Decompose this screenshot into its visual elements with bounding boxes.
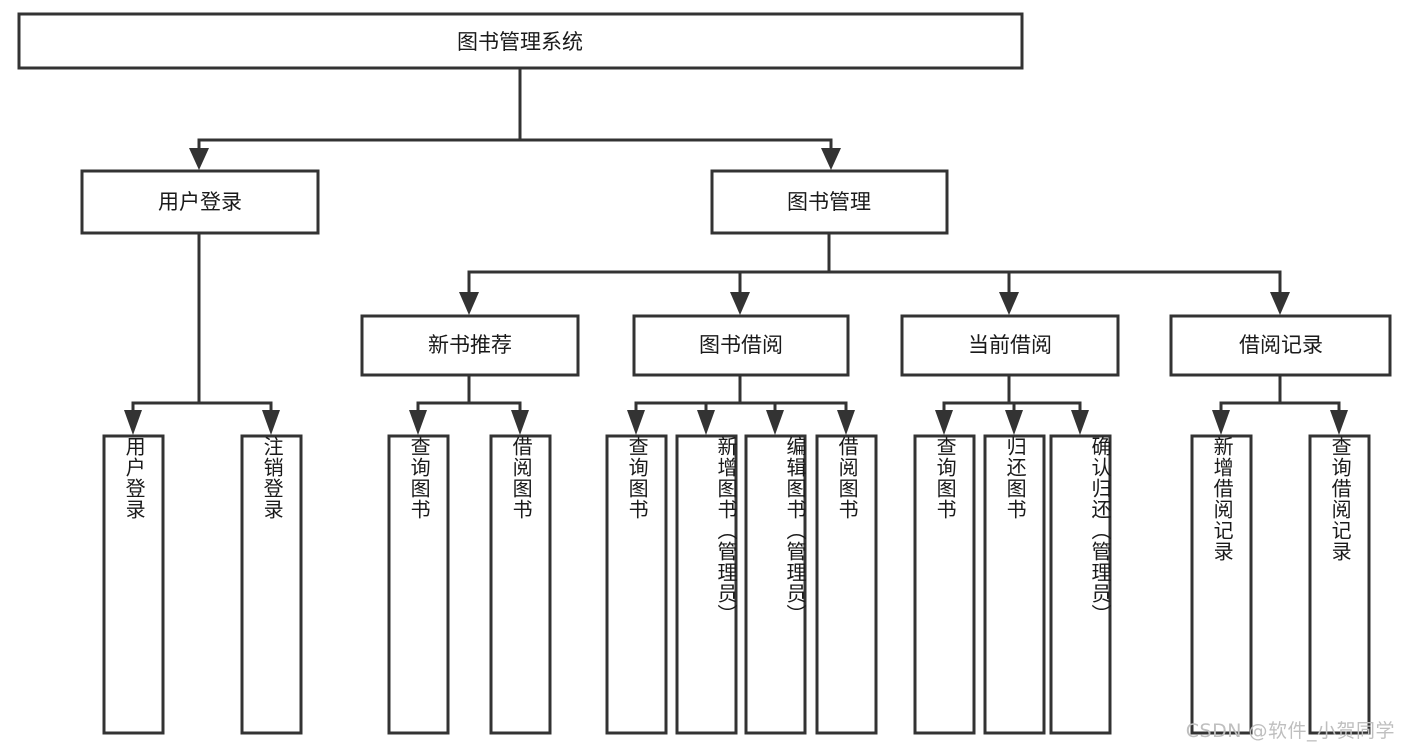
arrow-head-bb-leaf-4: [837, 410, 855, 435]
leaf-box-current-borrow-1[interactable]: [913, 434, 976, 735]
node-new-book-recommend[interactable]: 新书推荐: [360, 314, 580, 377]
arrow-head-book-borrow: [730, 292, 750, 315]
arrow-head-leaf-user-login: [124, 410, 142, 435]
leaf-box-book-borrow-1[interactable]: [605, 434, 668, 735]
leaf-box-borrow-record-2[interactable]: [1308, 434, 1371, 735]
connector-group-borrow-record-to-leaves: [1212, 373, 1348, 435]
arrow-head-bb-leaf-3: [766, 410, 784, 435]
node-root-box[interactable]: [17, 12, 1024, 70]
leaf-box-user-login-1[interactable]: [102, 434, 165, 735]
arrow-head-book-manage: [821, 148, 841, 170]
arrow-head-br-leaf-1: [1212, 410, 1230, 435]
arrow-head-leaf-logout: [262, 410, 280, 435]
arrow-head-bb-leaf-2: [697, 410, 715, 435]
arrow-head-user-login: [189, 148, 209, 170]
node-borrow-record-box[interactable]: [1169, 314, 1392, 377]
connector-group-user-login-to-leaves: [124, 231, 280, 435]
connector-group-book-borrow-to-leaves: [627, 373, 855, 435]
watermark-label: CSDN @软件_小贺同学: [1185, 720, 1395, 742]
node-current-borrow-box[interactable]: [900, 314, 1120, 377]
node-borrow-record[interactable]: 借阅记录: [1169, 314, 1392, 377]
arrow-head-new-book: [459, 292, 479, 315]
node-new-book-recommend-box[interactable]: [360, 314, 580, 377]
arrow-head-nb-leaf-1: [409, 410, 427, 435]
leaf-box-book-borrow-3[interactable]: [744, 434, 807, 735]
node-book-borrow-box[interactable]: [632, 314, 850, 377]
node-book-manage-label: 图书管理: [787, 190, 871, 214]
arrow-head-cb-leaf-2: [1005, 410, 1023, 435]
node-root-label: 图书管理系统: [457, 30, 583, 54]
arrow-head-borrow-record: [1270, 292, 1290, 315]
node-root[interactable]: 图书管理系统: [17, 12, 1024, 70]
connector-group-level1-book-manage-to-level2: [459, 231, 1290, 315]
node-new-book-recommend-label: 新书推荐: [428, 333, 512, 357]
leaf-box-book-borrow-2[interactable]: [675, 434, 738, 735]
connector-group-new-book-to-leaves: [409, 373, 529, 435]
node-book-manage-box[interactable]: [710, 169, 949, 235]
leaf-box-new-book-2[interactable]: [489, 434, 552, 735]
node-user-login[interactable]: 用户登录: [80, 169, 320, 235]
arrow-head-cb-leaf-3: [1071, 410, 1089, 435]
arrow-head-current-borrow: [999, 292, 1019, 315]
node-book-borrow-label: 图书借阅: [699, 333, 783, 357]
leaf-box-borrow-record-1[interactable]: [1190, 434, 1253, 735]
arrow-head-bb-leaf-1: [627, 410, 645, 435]
connector-group-current-borrow-to-leaves: [935, 373, 1089, 435]
node-book-manage[interactable]: 图书管理: [710, 169, 949, 235]
leaf-box-current-borrow-3[interactable]: [1049, 434, 1112, 735]
node-user-login-box[interactable]: [80, 169, 320, 235]
leaf-box-user-login-2[interactable]: [240, 434, 303, 735]
leaf-box-current-borrow-2[interactable]: [983, 434, 1046, 735]
node-book-borrow[interactable]: 图书借阅: [632, 314, 850, 377]
node-borrow-record-label: 借阅记录: [1239, 333, 1323, 357]
arrow-head-nb-leaf-2: [511, 410, 529, 435]
node-current-borrow[interactable]: 当前借阅: [900, 314, 1120, 377]
leaf-box-new-book-1[interactable]: [387, 434, 450, 735]
arrow-head-cb-leaf-1: [935, 410, 953, 435]
arrow-head-br-leaf-2: [1330, 410, 1348, 435]
leaf-box-book-borrow-4[interactable]: [815, 434, 878, 735]
connector-group-root-to-level1: [189, 66, 841, 170]
node-current-borrow-label: 当前借阅: [968, 333, 1052, 357]
node-user-login-label: 用户登录: [158, 190, 242, 214]
